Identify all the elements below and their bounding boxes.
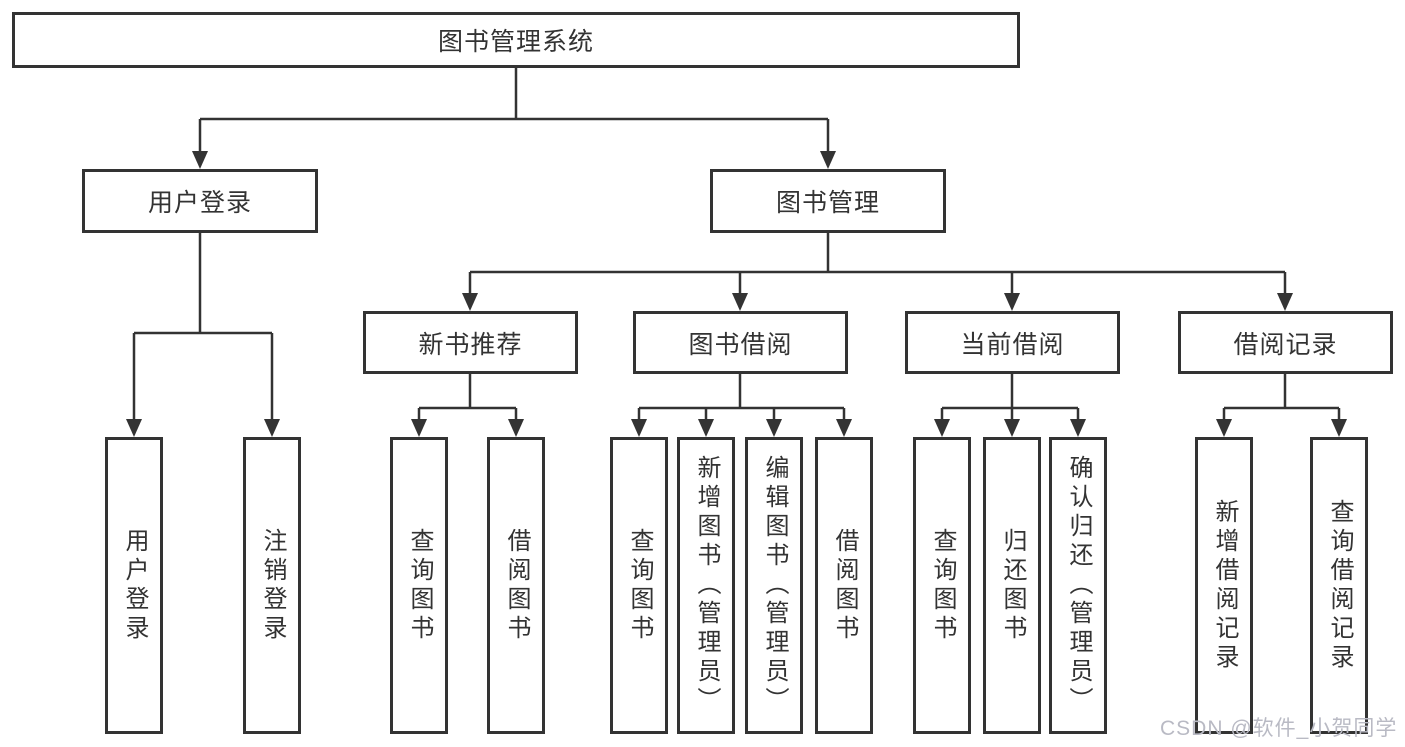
leaf-query-borrow-record: 查询借阅记录 [1310,437,1368,734]
node-borrow-record: 借阅记录 [1178,311,1393,374]
leaf-borrow-books-newbook: 借阅图书 [487,437,545,734]
node-current-borrow: 当前借阅 [905,311,1120,374]
leaf-confirm-return-admin: 确认归还（管理员） [1049,437,1107,734]
node-user-login: 用户登录 [82,169,318,233]
leaf-user-login: 用户登录 [105,437,163,734]
leaf-return-book: 归还图书 [983,437,1041,734]
node-book-borrow: 图书借阅 [633,311,848,374]
node-new-book-recommend: 新书推荐 [363,311,578,374]
leaf-edit-book-admin: 编辑图书（管理员） [745,437,803,734]
leaf-logout: 注销登录 [243,437,301,734]
node-library-management-system: 图书管理系统 [12,12,1020,68]
leaf-query-books-current: 查询图书 [913,437,971,734]
leaf-query-books-newbook: 查询图书 [390,437,448,734]
csdn-watermark: CSDN @软件_小贺同学 [1160,717,1398,740]
leaf-borrow-books: 借阅图书 [815,437,873,734]
node-book-management: 图书管理 [710,169,946,233]
leaf-add-book-admin: 新增图书（管理员） [677,437,735,734]
leaf-add-borrow-record: 新增借阅记录 [1195,437,1253,734]
leaf-query-books-borrow: 查询图书 [610,437,668,734]
